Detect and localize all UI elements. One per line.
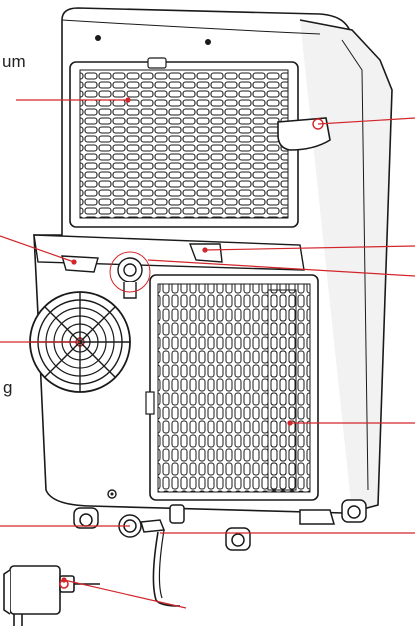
callout-line-valve (147, 259, 415, 277)
power-plug-icon (3, 565, 100, 626)
label-fragment-top-left: um (2, 52, 26, 71)
drain-valve (109, 251, 151, 299)
clip-left (61, 255, 99, 273)
callout-line-plug (63, 579, 187, 609)
side-vents (267, 289, 297, 491)
callout-line-left-clip (0, 235, 75, 263)
upper-filter-grille (69, 57, 299, 228)
callout-lines (0, 97, 415, 609)
middle-band (33, 234, 305, 273)
clip-right (188, 243, 223, 263)
callout-line-handle (317, 117, 415, 125)
callout-line-right-clip (204, 245, 415, 251)
side-handle (277, 117, 331, 151)
label-fragment-mid-left: g (3, 378, 13, 397)
bottom-drain-and-cable (118, 504, 185, 607)
